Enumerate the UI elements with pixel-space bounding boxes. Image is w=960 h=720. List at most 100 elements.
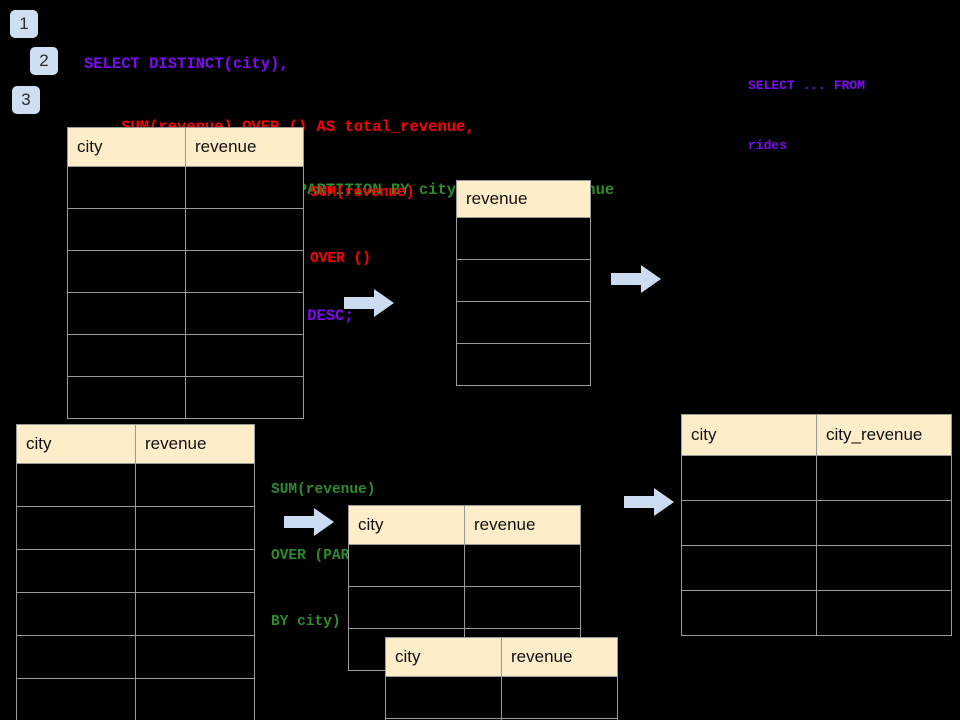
column-header-city: city (681, 414, 817, 456)
arrow-total-to-output (611, 265, 661, 293)
column-header-city: city (348, 505, 465, 545)
table-header-row: city revenue (385, 637, 618, 677)
table-row (681, 455, 952, 501)
annotation-total-window: SUM(revenue) OVER () (310, 138, 414, 314)
column-header-revenue: revenue (456, 180, 591, 218)
table-row (16, 678, 255, 720)
table-row (67, 334, 304, 377)
table-rides-source-top: city revenue (67, 127, 304, 419)
cell-city (67, 334, 186, 377)
column-header-revenue: revenue (185, 127, 304, 167)
table-row (385, 676, 618, 719)
cell-revenue (456, 259, 591, 302)
cell-revenue (185, 334, 304, 377)
cell-city (67, 250, 186, 293)
table-row (456, 301, 591, 344)
table-header-row: city city_revenue (681, 414, 952, 456)
cell-revenue (135, 592, 255, 636)
table-header-row: revenue (456, 180, 591, 218)
side-note-select-from: SELECT ... FROM rides (748, 36, 865, 196)
table-row (456, 217, 591, 260)
column-header-revenue: revenue (464, 505, 581, 545)
cell-city (348, 586, 465, 629)
column-header-city-revenue: city_revenue (816, 414, 952, 456)
cell-revenue (185, 376, 304, 419)
table-header-row: city revenue (16, 424, 255, 464)
table-row (385, 718, 618, 720)
cell-city (67, 208, 186, 251)
table-city-revenue-result: city city_revenue (681, 414, 952, 636)
table-row (348, 586, 581, 629)
cell-city-revenue (816, 500, 952, 546)
table-row (681, 500, 952, 546)
cell-city (67, 292, 186, 335)
cell-city-revenue (816, 590, 952, 636)
column-header-city: city (16, 424, 136, 464)
column-header-revenue: revenue (501, 637, 618, 677)
table-row (456, 259, 591, 302)
cell-revenue (135, 549, 255, 593)
cell-city (681, 500, 817, 546)
cell-city (16, 678, 136, 720)
cell-revenue (501, 676, 618, 719)
table-row (681, 590, 952, 636)
table-row (16, 592, 255, 636)
cell-city (681, 455, 817, 501)
table-row (67, 208, 304, 251)
column-header-city: city (385, 637, 502, 677)
cell-city (16, 549, 136, 593)
annotation-partition-line-1: SUM(revenue) (271, 482, 376, 498)
table-row (348, 544, 581, 587)
cell-city-revenue (816, 455, 952, 501)
table-row (67, 166, 304, 209)
cell-city-revenue (816, 545, 952, 591)
cell-revenue (464, 544, 581, 587)
table-row (67, 250, 304, 293)
table-rides-source-bottom: city revenue (16, 424, 255, 720)
table-row (681, 545, 952, 591)
table-header-row: city revenue (67, 127, 304, 167)
cell-revenue (135, 678, 255, 720)
step-badge-1: 1 (10, 10, 38, 38)
table-row (16, 463, 255, 507)
cell-revenue (456, 217, 591, 260)
table-row (16, 506, 255, 550)
cell-city (681, 545, 817, 591)
cell-revenue (456, 301, 591, 344)
column-header-city: city (67, 127, 186, 167)
table-header-row: city revenue (348, 505, 581, 545)
cell-revenue (501, 718, 618, 720)
cell-city (16, 635, 136, 679)
cell-revenue (185, 166, 304, 209)
cell-city (16, 592, 136, 636)
side-note-line-1: SELECT ... FROM (748, 78, 866, 93)
side-note-line-2: rides (748, 138, 788, 153)
annotation-total-line-2: OVER () (310, 251, 371, 267)
sql-line-1: SELECT DISTINCT(city), (84, 55, 289, 73)
cell-revenue (135, 506, 255, 550)
cell-revenue (464, 586, 581, 629)
annotation-total-line-1: SUM(revenue) (310, 185, 415, 201)
cell-revenue (456, 343, 591, 386)
table-row (67, 376, 304, 419)
step-badge-2: 2 (30, 47, 58, 75)
column-header-revenue: revenue (135, 424, 255, 464)
arrow-source-to-total (344, 289, 394, 317)
cell-revenue (135, 463, 255, 507)
cell-city (681, 590, 817, 636)
cell-city (16, 506, 136, 550)
step-badge-3: 3 (12, 86, 40, 114)
arrow-partition-to-final (624, 488, 674, 516)
arrow-source-to-partition (284, 508, 334, 536)
table-total-revenue: revenue (456, 180, 591, 386)
table-row (67, 292, 304, 335)
cell-revenue (185, 208, 304, 251)
cell-revenue (135, 635, 255, 679)
cell-city (16, 463, 136, 507)
table-row (456, 343, 591, 386)
cell-city (348, 544, 465, 587)
cell-city (385, 676, 502, 719)
cell-city (67, 376, 186, 419)
annotation-partition-line-3: BY city) (271, 614, 341, 630)
